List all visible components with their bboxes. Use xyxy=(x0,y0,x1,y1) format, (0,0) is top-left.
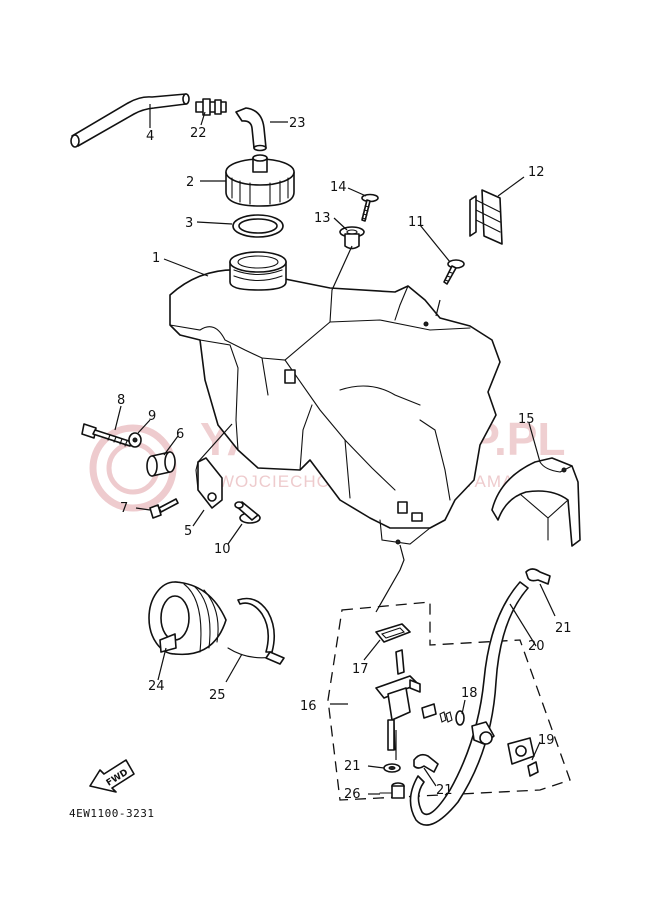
part-12-clip xyxy=(469,189,503,245)
callout-4: 4 xyxy=(146,129,154,144)
callout-25: 23 xyxy=(289,116,306,131)
leader-lines xyxy=(114,104,556,795)
callout-8: 8 xyxy=(117,393,125,408)
part-1-fuel-tank xyxy=(169,251,501,545)
callout-21-bottom: 21 xyxy=(436,783,453,798)
callout-15: 15 xyxy=(518,412,535,427)
part-5-bracket xyxy=(195,457,223,509)
part-9-washer xyxy=(128,432,142,448)
callout-1: 1 xyxy=(152,251,160,266)
part-16-fuel-cock-assembly xyxy=(327,601,571,801)
part-20-fuel-hose xyxy=(409,581,529,826)
callout-18: 18 xyxy=(461,686,478,701)
diagram-code: 4EW1100-3231 xyxy=(69,807,154,820)
callout-12: 12 xyxy=(528,165,545,180)
part-19-plate xyxy=(507,737,539,777)
hose-outlet-fitting xyxy=(471,721,495,745)
callout-13: 13 xyxy=(314,211,331,226)
callout-6: 6 xyxy=(176,427,184,442)
fwd-arrow-icon: FWD xyxy=(89,759,135,793)
callout-17: 17 xyxy=(352,662,369,677)
callout-21-top: 21 xyxy=(555,621,572,636)
part-13-collar xyxy=(339,226,365,250)
part-21-clip-top xyxy=(525,568,551,585)
part-6-damper xyxy=(146,451,176,477)
callout-19: 19 xyxy=(538,733,555,748)
part-8-long-bolt xyxy=(81,423,133,447)
callout-14: 14 xyxy=(330,180,347,195)
fuel-cock-body xyxy=(375,649,421,751)
part-17-gasket xyxy=(375,623,411,643)
part-22-washer xyxy=(383,763,401,773)
callout-11: 11 xyxy=(408,215,425,230)
part-14-bolt xyxy=(361,193,379,222)
callout-9: 9 xyxy=(148,409,156,424)
part-4-breather-hose xyxy=(70,93,190,148)
part-10-collar xyxy=(234,501,261,524)
part-3-gasket xyxy=(232,214,284,238)
part-23-bolt xyxy=(379,782,405,799)
callout-23: 26 xyxy=(344,787,361,802)
callout-24: 22 xyxy=(190,126,207,141)
callout-2: 2 xyxy=(186,175,194,190)
callout-20: 20 xyxy=(528,639,545,654)
callout-7: 7 xyxy=(120,501,128,516)
part-24-breather-fitting xyxy=(195,98,227,116)
part-26-spiral-protector xyxy=(148,581,227,656)
callout-26: 24 xyxy=(148,679,165,694)
callout-16: 16 xyxy=(300,699,317,714)
part-7-bolt xyxy=(149,498,179,519)
callout-5: 5 xyxy=(184,524,192,539)
callouts: 4 22 23 2 14 12 3 13 11 1 8 15 9 6 7 5 1… xyxy=(117,116,572,802)
callout-22: 21 xyxy=(344,759,361,774)
callout-27: 25 xyxy=(209,688,226,703)
part-21-clip-bottom xyxy=(413,753,439,773)
part-25-elbow-hose xyxy=(235,107,267,152)
part-27-strap xyxy=(227,597,285,665)
callout-3: 3 xyxy=(185,216,193,231)
part-18-plug xyxy=(421,703,465,726)
callout-10: 10 xyxy=(214,542,231,557)
part-2-fuel-cap xyxy=(225,154,295,207)
part-15-tank-cover xyxy=(491,457,581,547)
part-11-bolt xyxy=(443,259,465,285)
